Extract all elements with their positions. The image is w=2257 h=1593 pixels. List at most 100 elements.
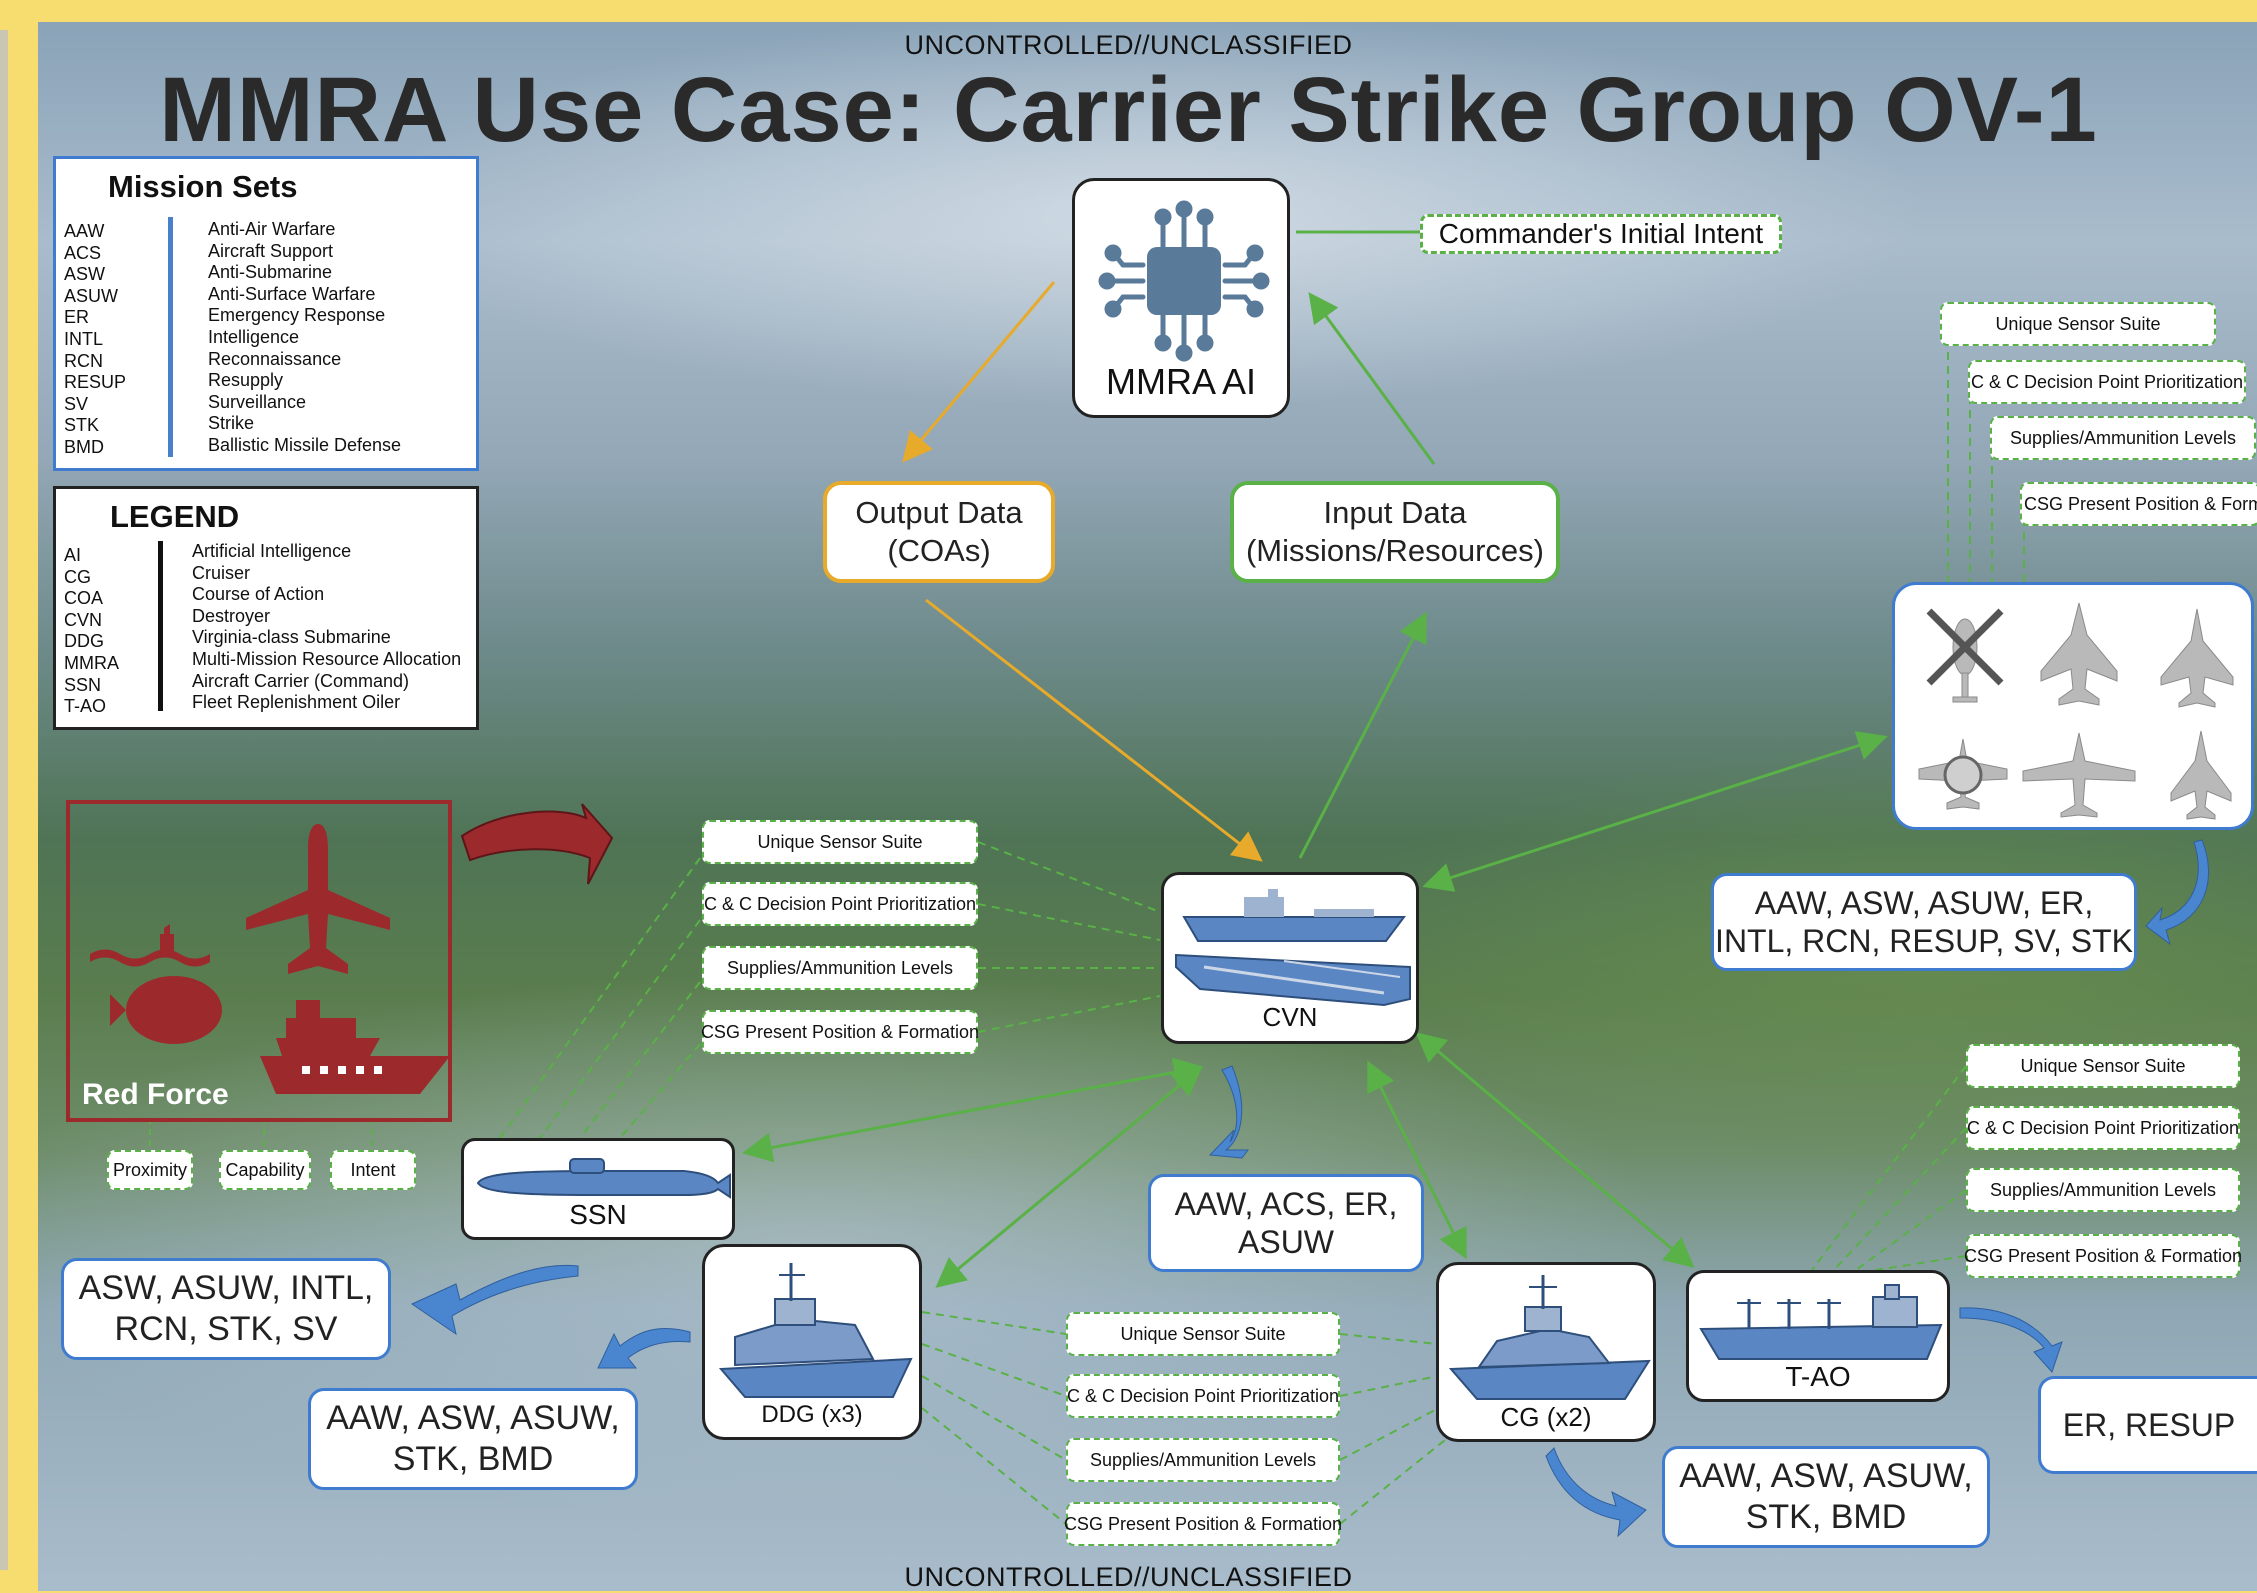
legend-abbr: COA — [64, 588, 104, 609]
ssn-cap-line2: RCN, STK, SV — [114, 1310, 338, 1348]
helicopter-icon — [1926, 608, 2004, 703]
ship-threat-icon — [260, 1000, 450, 1094]
ddg-node: DDG (x3) — [702, 1244, 922, 1440]
mission-sets-description: Reconnaissance — [208, 348, 342, 369]
red-force-panel: Red Force — [66, 800, 452, 1122]
cvn-cap-line1: AAW, ACS, ER, — [1174, 1185, 1398, 1222]
air-wing-cap-line2: INTL, RCN, RESUP, SV, STK — [1715, 923, 2133, 959]
fighter-jet-icon — [2040, 602, 2118, 706]
cvn-to-input-arrow — [1298, 611, 1427, 859]
input-to-mmra-arrow — [1308, 292, 1436, 465]
ssn-cap-line1: ASW, ASUW, INTL, — [78, 1269, 374, 1308]
legend-description: Aircraft Carrier (Command) — [192, 670, 410, 691]
mission-sets-description: Surveillance — [208, 391, 307, 412]
mission-sets-description: Strike — [208, 413, 255, 434]
proximity-tag: Proximity — [107, 1150, 193, 1190]
cvn-cc-tag: C & C Decision Point Prioritization — [702, 882, 978, 926]
commander-intent-tag: Commander's Initial Intent — [1420, 214, 1782, 254]
tao-cap-arrow — [1959, 1307, 2063, 1373]
transport-plane-icon — [2022, 732, 2136, 818]
mission-sets-abbr: BMD — [64, 436, 104, 457]
ddg-capabilities: AAW, ASW, ASUW, STK, BMD — [308, 1388, 638, 1490]
mission-sets-description: Ballistic Missile Defense — [208, 434, 402, 455]
mmra-ai-label: MMRA AI — [1105, 361, 1257, 402]
output-data-box: Output Data (COAs) — [823, 481, 1055, 583]
ddg-cap-line1: AAW, ASW, ASUW, — [326, 1399, 620, 1438]
cvn-ddg-arrow — [935, 1066, 1203, 1288]
cvn-sensor-tag: Unique Sensor Suite — [702, 820, 978, 864]
air-wing-panel — [1892, 582, 2254, 830]
legend-divider — [158, 541, 163, 711]
air-position-tag: CSG Present Position & Format — [2020, 482, 2257, 526]
ddg-cap-line2: STK, BMD — [392, 1440, 554, 1478]
mid-status-connectors — [921, 1311, 1471, 1525]
mission-sets-description: Intelligence — [208, 326, 300, 347]
aircraft-carrier-icon — [1175, 889, 1411, 1007]
legend-description: Cruiser — [192, 562, 251, 583]
right-status-connectors — [1811, 324, 2025, 1271]
tao-cc-tag: C & C Decision Point Prioritization — [1966, 1106, 2240, 1150]
cg-cap-arrow — [1545, 1447, 1647, 1538]
aircraft-threat-icon — [246, 824, 390, 974]
cvn-supplies-tag: Supplies/Ammunition Levels — [702, 946, 978, 990]
mission-sets-abbr: ASW — [64, 264, 106, 285]
cg-label: CG (x2) — [1500, 1402, 1592, 1432]
air-sensor-tag: Unique Sensor Suite — [1940, 302, 2216, 346]
legend-description: Artificial Intelligence — [192, 541, 352, 561]
output-to-cvn-arrow — [925, 598, 1263, 862]
legend-description: Course of Action — [192, 584, 325, 605]
cg-supplies-tag: Supplies/Ammunition Levels — [1066, 1438, 1340, 1482]
cvn-capabilities: AAW, ACS, ER, ASUW — [1148, 1174, 1424, 1272]
cvn-position-tag: CSG Present Position & Formation — [701, 1010, 979, 1054]
mission-sets-abbr: RESUP — [64, 372, 127, 393]
output-data-line2: (COAs) — [887, 533, 991, 568]
tao-supplies-tag: Supplies/Ammunition Levels — [1966, 1168, 2240, 1212]
legend-abbr: DDG — [64, 631, 104, 652]
ssn-cap-arrow — [410, 1264, 579, 1336]
legend-abbr: CVN — [64, 609, 103, 630]
legend-abbr: MMRA — [64, 652, 119, 673]
classification-top: UNCONTROLLED//UNCLASSIFIED — [904, 30, 1353, 60]
attack-jet-icon — [2160, 608, 2234, 708]
cvn-label: CVN — [1262, 1002, 1318, 1032]
output-data-line1: Output Data — [855, 495, 1023, 530]
cg-capabilities: AAW, ASW, ASUW, STK, BMD — [1662, 1446, 1990, 1548]
mission-sets-abbr: RCN — [64, 350, 103, 371]
mission-sets-abbr: STK — [64, 415, 100, 436]
oiler-icon — [1699, 1284, 1943, 1360]
air-cc-tag: C & C Decision Point Prioritization — [1968, 360, 2246, 404]
mission-sets-description: Resupply — [208, 370, 284, 391]
ddg-label: DDG (x3) — [761, 1401, 863, 1428]
mission-sets-description: Anti-Air Warfare — [208, 219, 336, 239]
legend-description: Multi-Mission Resource Allocation — [192, 648, 462, 669]
legend-description: Fleet Replenishment Oiler — [192, 692, 401, 713]
ssn-label: SSN — [569, 1199, 627, 1230]
water-wave-icon — [90, 949, 210, 967]
red-force-label: Red Force — [82, 1078, 229, 1111]
submarine-threat-icon — [126, 976, 222, 1044]
aircraft-icons — [1918, 602, 2234, 820]
aircraft-cvn-arrow — [1422, 731, 1888, 892]
submarine-icon — [476, 1158, 731, 1199]
left-frame-stripe — [0, 30, 8, 1570]
awacs-icon — [1918, 738, 2008, 810]
cvn-cap-line2: ASUW — [1238, 1224, 1334, 1260]
intent-tag: Intent — [330, 1150, 416, 1190]
sub-sail-icon — [160, 924, 174, 954]
mission-sets-abbr: SV — [64, 393, 89, 414]
tao-label: T-AO — [1785, 1361, 1851, 1392]
mission-sets-heading: Mission Sets — [108, 169, 298, 204]
mission-sets-abbr: ASUW — [64, 285, 118, 306]
ddg-cap-arrow — [597, 1328, 691, 1369]
cruiser-icon — [1448, 1275, 1651, 1400]
red-force-connectors — [149, 1118, 373, 1150]
input-data-box: Input Data (Missions/Resources) — [1230, 481, 1560, 583]
cvn-cap-arrow — [1208, 1065, 1249, 1159]
cg-sensor-tag: Unique Sensor Suite — [1066, 1312, 1340, 1356]
mission-sets-abbr: INTL — [64, 328, 104, 349]
cvn-tao-arrow — [1415, 1032, 1695, 1268]
input-data-line1: Input Data — [1323, 495, 1467, 530]
